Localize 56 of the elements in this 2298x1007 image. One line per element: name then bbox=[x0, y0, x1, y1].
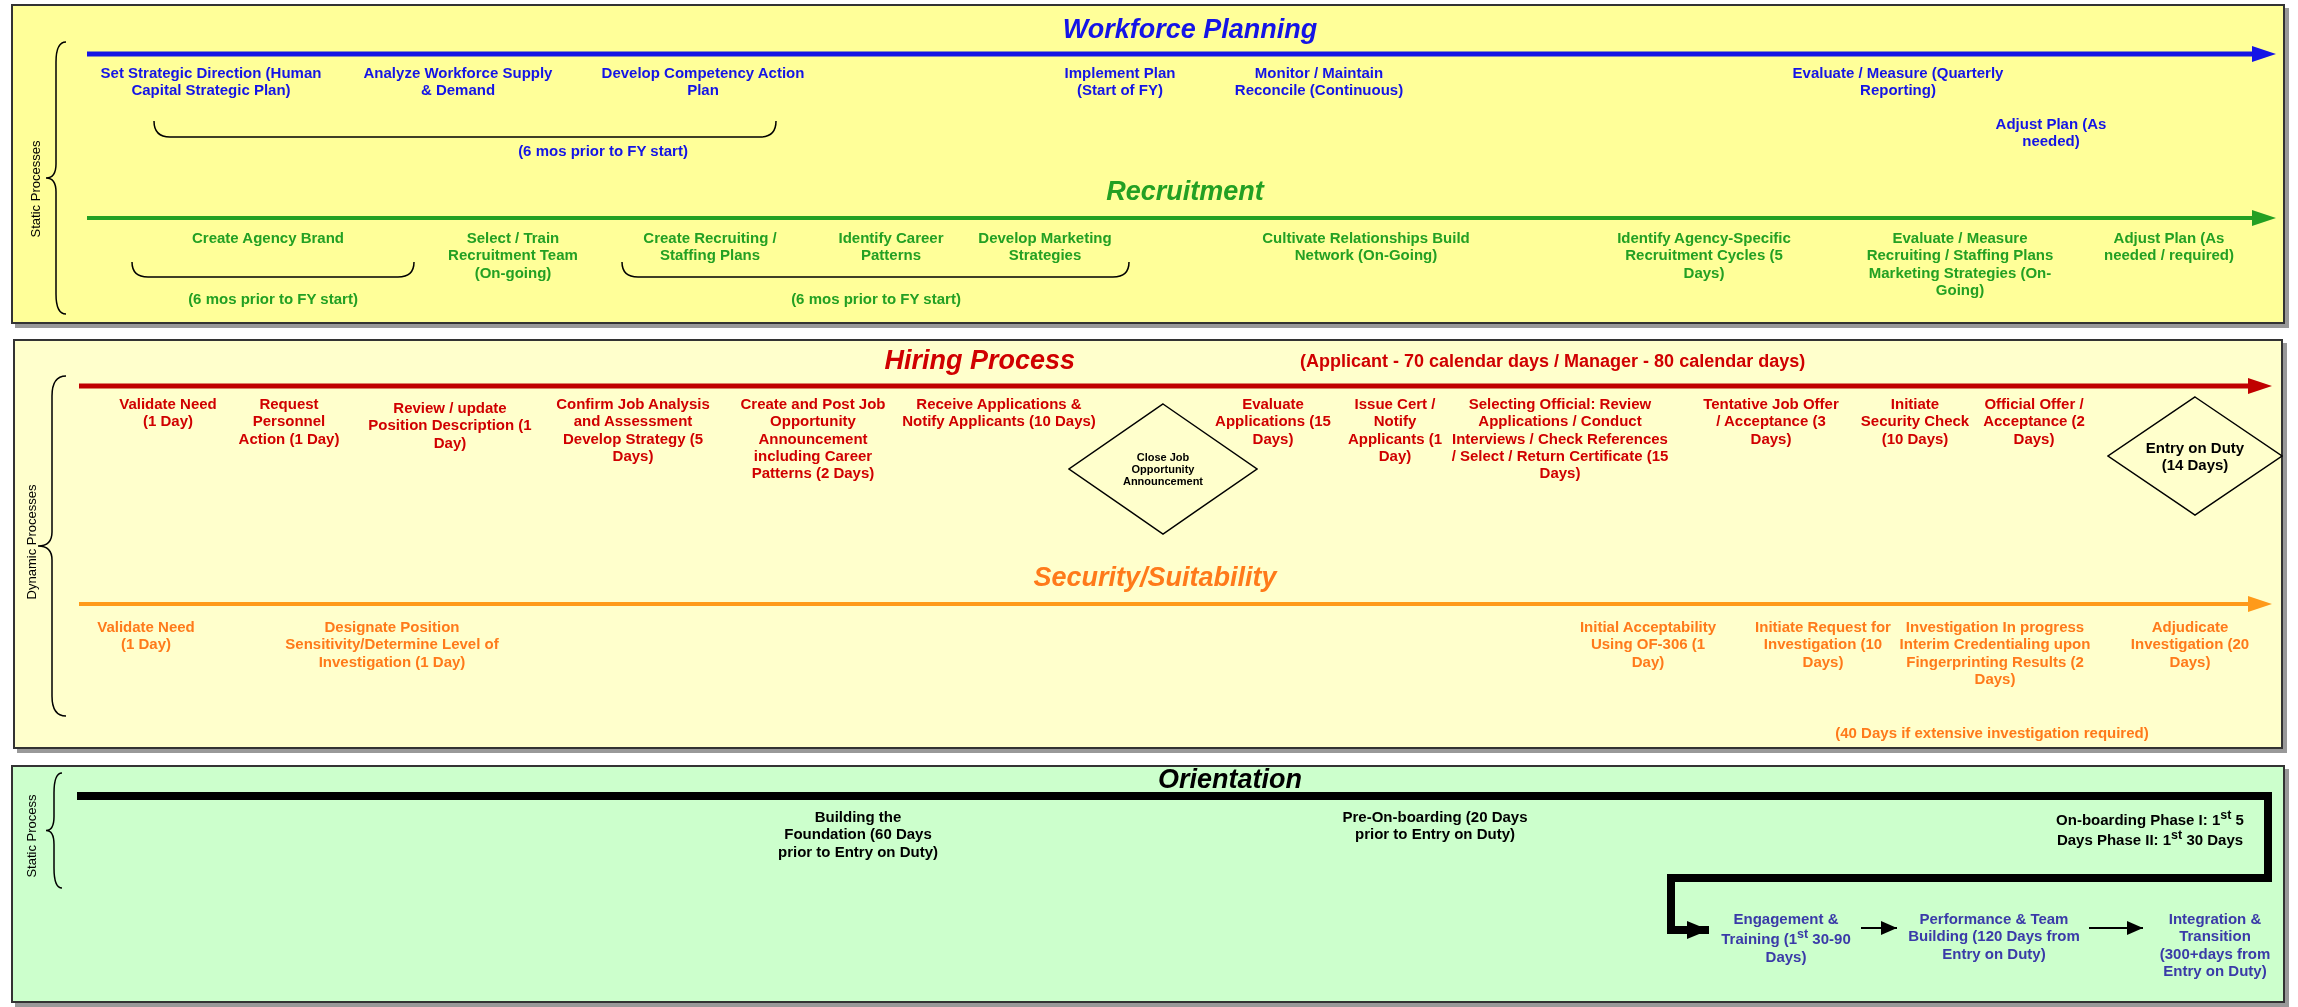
step-text: Receive Applications & Notify Applicants (10 Days) bbox=[901, 395, 1097, 430]
step-text: Designate Position Sensitivity/Determine Level of Investigation (1 Day) bbox=[284, 618, 500, 670]
step-text: Adjudicate Investigation (20 Days) bbox=[2129, 618, 2251, 670]
step-text: Validate Need (1 Day) bbox=[96, 618, 196, 653]
step-text: Building the Foundation (60 Days prior to Entry on Duty) bbox=[777, 808, 939, 860]
step-text: Pre-On-boarding (20 Days prior to Entry on Duty) bbox=[1341, 808, 1529, 843]
lane-title: Recruitment bbox=[1105, 176, 1266, 208]
lane-title: Security/Suitability bbox=[1032, 562, 1279, 594]
step-text: Investigation In progress Interim Credentialing upon Fingerprinting Results (2 Days) bbox=[1898, 618, 2092, 687]
duration-note: (Applicant - 70 calendar days / Manager - 80 calendar days) bbox=[1300, 351, 1807, 372]
step-text: On-boarding Phase I: 1$^{st}$ 5 Days Phase II: 1$^{st}$ 30 Days bbox=[2055, 808, 2245, 849]
step-text: Request Personnel Action (1 Day) bbox=[237, 395, 341, 447]
step-text: Create and Post Job Opportunity Announcement including Career Patterns (2 Days) bbox=[739, 395, 887, 482]
side-label: Static Processes bbox=[27, 140, 43, 238]
step-text: Confirm Job Analysis and Assessment Develop Strategy (5 Days) bbox=[555, 395, 711, 464]
arrow bbox=[2088, 921, 2144, 935]
step-text: Select / Train Recruitment Team (On-going) bbox=[447, 229, 579, 281]
step-text: Initiate Security Check (10 Days) bbox=[1860, 395, 1970, 447]
step-text: Analyze Workforce Supply & Demand bbox=[363, 64, 553, 99]
arrow bbox=[1860, 921, 1898, 935]
step-text: Issue Cert / Notify Applicants (1 Day) bbox=[1346, 395, 1444, 464]
step-text: Identify Agency-Specific Recruitment Cycles (5 Days) bbox=[1616, 229, 1792, 281]
step-text: Develop Marketing Strategies bbox=[977, 229, 1113, 264]
step-text: Create Agency Brand bbox=[191, 229, 345, 247]
step-text: Identify Career Patterns bbox=[837, 229, 945, 264]
step-text: Official Offer / Acceptance (2 Days) bbox=[1982, 395, 2086, 447]
step-text: Implement Plan (Start of FY) bbox=[1063, 64, 1177, 99]
step-text: Evaluate / Measure (Quarterly Reporting) bbox=[1791, 64, 2005, 99]
step-text: Selecting Official: Review Applications / Conduct Interviews / Check References / Select / Return Certificate (15 Days) bbox=[1450, 395, 1670, 482]
step-text: Initial Acceptability Using OF-306 (1 Day) bbox=[1578, 618, 1718, 670]
lane-title: Hiring Process bbox=[883, 345, 1075, 377]
step-text: Evaluate Applications (15 Days) bbox=[1214, 395, 1332, 447]
step-text: Engagement & Training (1$^{st}$ 30-90 Days) bbox=[1711, 910, 1861, 965]
step-text: (6 mos prior to FY start) bbox=[517, 142, 689, 160]
step-text: Integration & Transition (300+days from Entry on Duty) bbox=[2145, 910, 2285, 979]
step-text: Cultivate Relationships Build Network (On-Going) bbox=[1261, 229, 1471, 264]
step-text: Tentative Job Offer / Acceptance (3 Days) bbox=[1702, 395, 1840, 447]
lane-title: Workforce Planning bbox=[1061, 14, 1319, 46]
step-text: Review / update Position Description (1 Day) bbox=[367, 399, 533, 451]
side-label: Static Process bbox=[23, 794, 39, 878]
step-text: Monitor / Maintain Reconcile (Continuous) bbox=[1234, 64, 1404, 99]
step-text: (40 Days if extensive investigation required) bbox=[1834, 724, 2150, 742]
step-text: Adjust Plan (As needed) bbox=[1994, 115, 2108, 150]
step-text: (6 mos prior to FY start) bbox=[790, 290, 962, 308]
step-text: Evaluate / Measure Recruiting / Staffing Plans Marketing Strategies (On-Going) bbox=[1865, 229, 2055, 298]
lane-title: Orientation bbox=[1157, 764, 1303, 796]
step-text: Create Recruiting / Staffing Plans bbox=[642, 229, 778, 264]
step-text: Adjust Plan (As needed / required) bbox=[2103, 229, 2235, 264]
step-text: Validate Need (1 Day) bbox=[118, 395, 218, 430]
step-text: (6 mos prior to FY start) bbox=[187, 290, 359, 308]
step-text: Develop Competency Action Plan bbox=[600, 64, 806, 99]
step-text: Performance & Team Building (120 Days from Entry on Duty) bbox=[1899, 910, 2089, 962]
side-label: Dynamic Processes bbox=[23, 484, 39, 600]
step-text: Initiate Request for Investigation (10 Days) bbox=[1754, 618, 1892, 670]
step-text: Set Strategic Direction (Human Capital Strategic Plan) bbox=[99, 64, 323, 99]
decision-diamond: Entry on Duty (14 Days) bbox=[2107, 396, 2283, 516]
